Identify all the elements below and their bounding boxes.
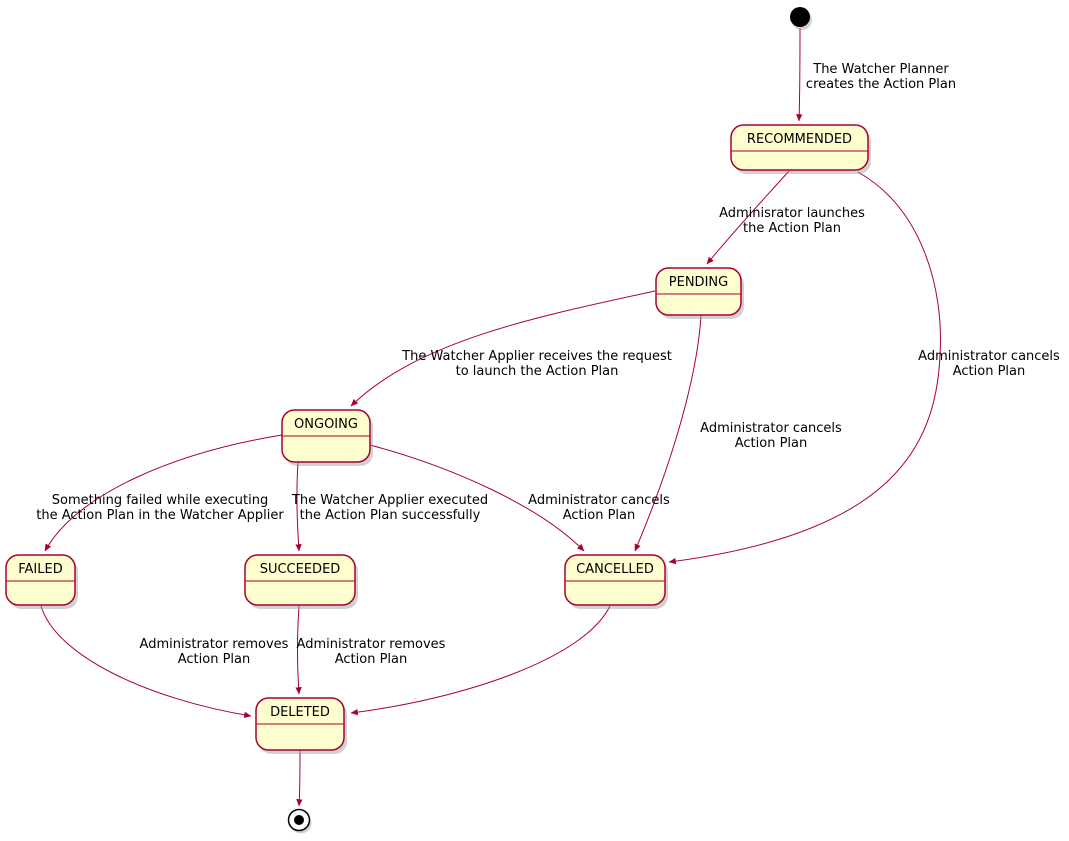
edge-pending-ongoing: The Watcher Applier receives the request…: [350, 290, 672, 407]
state-recommended: RECOMMENDED: [730, 124, 871, 174]
state-deleted: DELETED: [255, 697, 347, 754]
edge-deleted-final: [296, 750, 303, 807]
state-cancelled: CANCELLED: [564, 554, 668, 609]
final-state-node: [287, 808, 312, 834]
edge-cancelled-deleted: [350, 605, 611, 716]
state-succeeded: SUCCEEDED: [244, 554, 358, 609]
state-box: [5, 554, 76, 606]
state-failed: FAILED: [5, 554, 78, 609]
state-box: [730, 124, 869, 171]
state-ongoing: ONGOING: [281, 409, 373, 466]
transition-arrow: [44, 434, 283, 552]
transition-arrow: [350, 290, 656, 407]
transition-arrow: [40, 605, 252, 719]
state-box: [655, 267, 742, 316]
transition-arrow: [706, 170, 790, 265]
transition-arrow: [296, 750, 303, 807]
state-name: RECOMMENDED: [747, 132, 852, 147]
initial-state-node: [790, 7, 812, 30]
state-name: ONGOING: [294, 417, 358, 432]
edge-label: The Watcher Applier receives the request…: [401, 349, 672, 379]
state-box: [564, 554, 666, 606]
transition-arrow: [668, 171, 941, 565]
transition-arrow: [350, 605, 611, 716]
state-name: CANCELLED: [576, 562, 654, 577]
transition-arrow: [295, 462, 302, 552]
state-name: PENDING: [669, 275, 728, 290]
transition-arrow: [796, 27, 803, 122]
state-pending: PENDING: [655, 267, 744, 319]
state-name: DELETED: [270, 705, 330, 720]
transition-arrow: [634, 315, 702, 552]
transition-arrow: [295, 605, 302, 695]
transition-arrow: [369, 444, 585, 552]
state-box: [244, 554, 356, 606]
state-name: FAILED: [18, 562, 62, 577]
state-name: SUCCEEDED: [260, 562, 341, 577]
